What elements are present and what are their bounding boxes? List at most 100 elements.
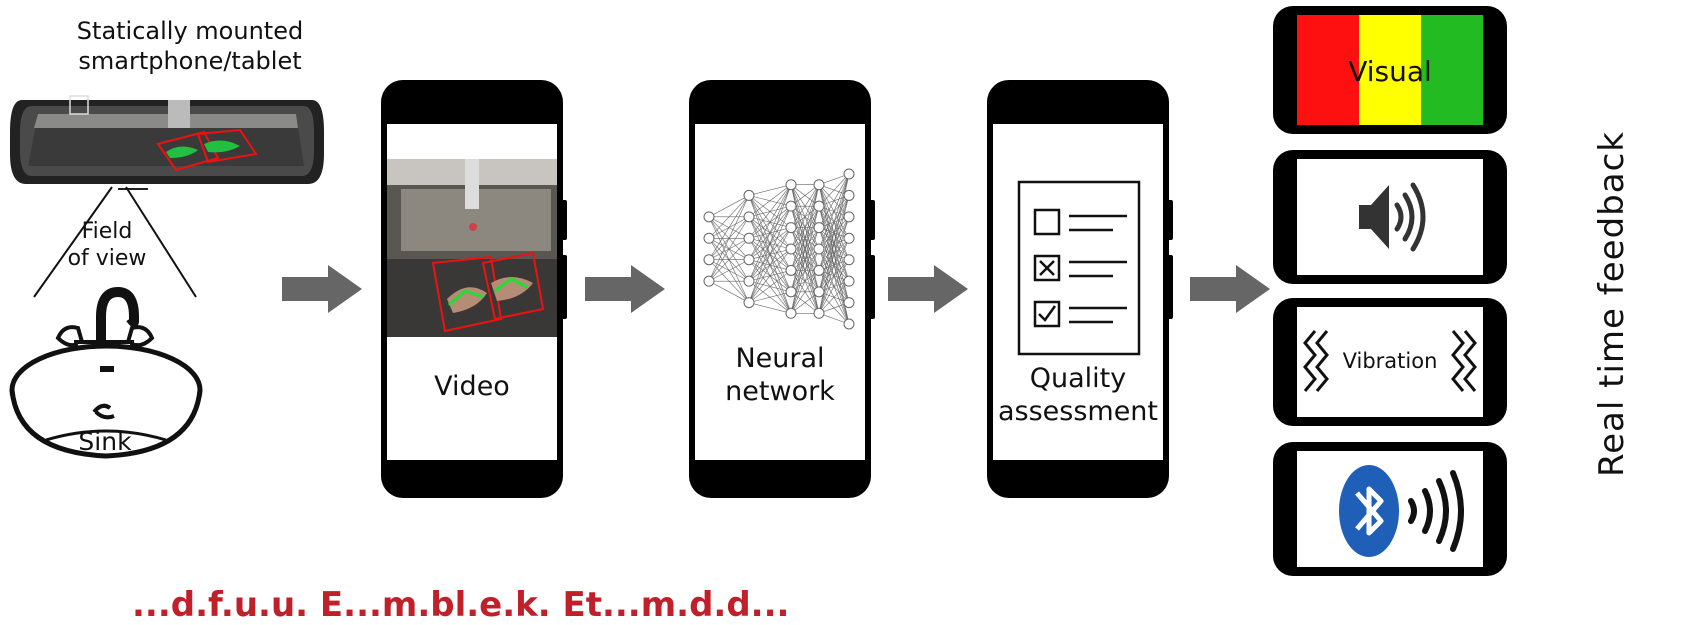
video-phone: Video	[381, 80, 567, 498]
nn-connection	[818, 259, 850, 314]
quality-assessment-label: Quality assessment	[993, 362, 1163, 428]
nn-connection	[790, 184, 820, 207]
vibration-feedback-screen: Vibration	[1297, 307, 1483, 417]
nn-connection	[708, 280, 750, 303]
fov-line1: Field	[81, 219, 133, 244]
quality-assessment-phone: Quality assessment	[987, 80, 1173, 498]
nn-connection	[818, 238, 850, 314]
nn-node	[843, 297, 855, 309]
nn-node	[785, 286, 797, 298]
nn-connection	[790, 227, 820, 314]
vibration-left-icon	[1303, 330, 1329, 392]
nn-connection	[818, 216, 850, 314]
vibration-feedback-phone: Vibration	[1273, 298, 1507, 426]
nn-connection	[818, 173, 850, 207]
nn-node	[813, 200, 825, 212]
nn-node	[843, 211, 855, 223]
nn-node	[703, 211, 715, 223]
visual-label: Visual	[1348, 55, 1432, 88]
nn-connection	[748, 291, 792, 303]
side-button	[561, 255, 567, 319]
audio-feedback-screen	[1297, 159, 1483, 275]
bottom-cropped-text: ...d.f.u.u. E...m.bl.e.k. Et...m.d.d...	[132, 585, 790, 625]
nn-node	[743, 232, 755, 244]
nn-node	[743, 297, 755, 309]
bluetooth-feedback-phone	[1273, 442, 1507, 576]
nn-connection	[748, 184, 792, 282]
side-button	[869, 200, 875, 240]
nn-connection	[708, 259, 750, 282]
nn-connection	[818, 173, 850, 228]
nn-node	[813, 286, 825, 298]
nn-node	[843, 232, 855, 244]
mount-caption-line2: smartphone/tablet	[78, 47, 302, 75]
nn-connection	[748, 270, 792, 303]
nn-connection	[818, 195, 850, 314]
neural-network-phone-screen: Neural network	[695, 124, 865, 460]
nn-connection	[708, 216, 750, 282]
nn-node	[743, 211, 755, 223]
nn-node	[785, 179, 797, 191]
quality-assessment-phone-screen: Quality assessment	[993, 124, 1163, 460]
nn-node	[813, 179, 825, 191]
nn-connection	[708, 195, 750, 282]
field-of-view-label: Field of view	[62, 218, 152, 272]
arrow-2	[585, 265, 665, 313]
nn-node	[785, 264, 797, 276]
bluetooth-feedback-screen	[1297, 451, 1483, 567]
nn-connection	[818, 280, 850, 314]
nn-connection	[708, 195, 750, 218]
checklist-icon	[1017, 180, 1141, 356]
mount-caption-line1: Statically mounted	[76, 17, 304, 45]
nn-connection	[748, 184, 792, 260]
neural-network-label-line2: network	[725, 376, 835, 407]
nn-node	[843, 254, 855, 266]
nn-connection	[748, 302, 792, 314]
side-button	[869, 255, 875, 319]
nn-connection	[790, 248, 820, 314]
neural-network-phone: Neural network	[689, 80, 875, 498]
green-segment	[1421, 15, 1483, 125]
neural-network-icon	[703, 168, 855, 330]
nn-connection	[708, 195, 750, 239]
arrow-1	[282, 265, 362, 313]
nn-node	[813, 307, 825, 319]
sink-icon	[9, 286, 203, 459]
nn-node	[703, 232, 715, 244]
audio-feedback-phone	[1273, 150, 1507, 284]
vibration-right-icon	[1451, 330, 1477, 392]
mount-caption: Statically mounted smartphone/tablet	[40, 16, 340, 76]
nn-connection	[790, 184, 820, 292]
side-button	[1167, 255, 1173, 319]
arrow-3	[888, 265, 968, 313]
nn-node	[813, 222, 825, 234]
nn-node	[813, 264, 825, 276]
nn-node	[785, 222, 797, 234]
nn-node	[785, 243, 797, 255]
side-button	[1167, 200, 1173, 240]
video-phone-screen: Video	[387, 124, 557, 460]
quality-assessment-label-line1: Quality	[1029, 363, 1127, 394]
nn-connection	[748, 184, 792, 196]
nn-node	[703, 254, 715, 266]
nn-node	[813, 243, 825, 255]
nn-node	[843, 189, 855, 201]
nn-connection	[708, 195, 750, 260]
mounted-phone	[8, 92, 326, 191]
nn-connection	[790, 184, 820, 271]
nn-node	[843, 168, 855, 180]
nn-connection	[748, 184, 792, 303]
nn-connection	[790, 206, 820, 314]
sink-label: Sink	[78, 427, 132, 456]
nn-connection	[748, 227, 792, 303]
nn-node	[785, 307, 797, 319]
nn-node	[843, 275, 855, 287]
arrow-4	[1190, 265, 1270, 313]
nn-connection	[748, 184, 792, 239]
signal-waves-icon	[1408, 470, 1464, 552]
video-label: Video	[434, 371, 510, 402]
nn-connection	[790, 270, 820, 314]
nn-connection	[708, 238, 750, 282]
nn-node	[743, 189, 755, 201]
nn-connection	[748, 248, 792, 303]
